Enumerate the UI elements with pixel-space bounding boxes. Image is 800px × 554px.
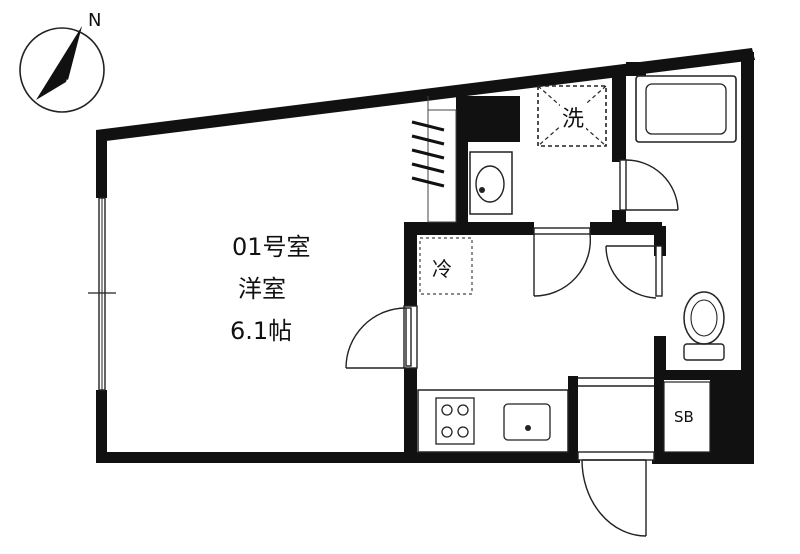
entrance-door[interactable] [577,451,655,537]
kitchen-sink-icon [503,403,551,441]
room-type: 洋室 [238,275,286,303]
outer-walls [96,48,755,464]
kitchen-counter [417,389,569,453]
window-icon [88,197,116,391]
compass: N [19,10,105,113]
room-door[interactable] [345,305,418,369]
sink-icon [469,151,513,215]
room-number: 01号室 [232,233,311,261]
closet-icon [411,96,457,223]
stove-icon [435,397,475,445]
compass-label: N [88,10,101,31]
washer-label: 洗 [562,107,584,132]
fridge-space: 冷 [419,237,473,295]
washer-space: 洗 [537,85,607,147]
storage-label: SB [674,408,694,426]
bathroom-door[interactable] [619,159,679,211]
interior-walls [404,62,754,464]
bathtub-icon [635,75,737,143]
fridge-label: 冷 [432,257,452,281]
entrance [578,377,654,387]
toilet-icon [683,291,725,361]
room-size: 6.1帖 [230,317,293,345]
washroom-door[interactable] [533,227,592,297]
toilet-door[interactable] [605,245,663,299]
north-arrow-icon [36,26,82,100]
storage-box: SB [663,381,711,453]
